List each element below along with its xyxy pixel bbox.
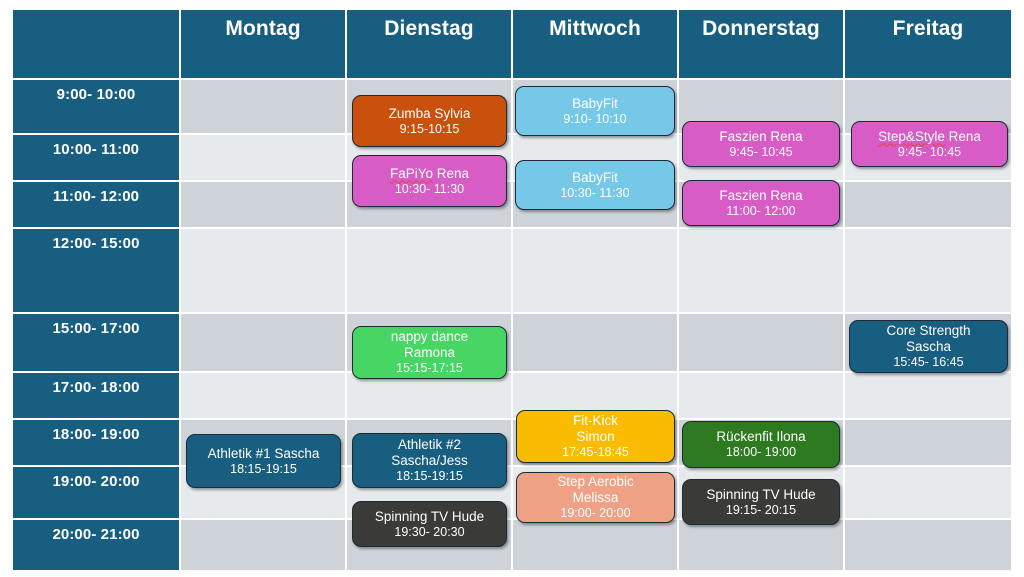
time-slot-7: 19:00- 20:00 [13, 467, 179, 518]
event-card-spinning-dienstag[interactable]: Spinning TV Hude 19:30- 20:30 [352, 501, 507, 547]
event-instructor: Simon [576, 429, 615, 445]
grid-cell [679, 520, 843, 570]
event-card-nappy-dance[interactable]: nappy dance Ramona 15:15-17:15 [352, 326, 507, 379]
event-card-fapiyo-rena[interactable]: FaPiYo Rena 10:30- 11:30 [352, 155, 507, 207]
event-title: Athletik #2 [397, 437, 462, 453]
time-slot-0: 9:00- 10:00 [13, 80, 179, 133]
event-time: 9:10- 10:10 [563, 111, 627, 126]
event-instructor: Ramona [403, 345, 456, 361]
time-slot-6: 18:00- 19:00 [13, 420, 179, 465]
event-time: 10:30- 11:30 [560, 185, 630, 200]
event-instructor: Sascha [905, 339, 952, 355]
event-title: FaPiYo Rena [390, 166, 469, 182]
grid-cell [513, 520, 677, 570]
grid-cell [347, 229, 511, 312]
event-time: 15:15-17:15 [396, 361, 463, 376]
grid-cell [181, 373, 345, 418]
grid-cell [845, 229, 1011, 312]
time-slot-3: 12:00- 15:00 [13, 229, 179, 312]
event-card-athletik-1[interactable]: Athletik #1 Sascha 18:15-19:15 [186, 434, 341, 488]
grid-cell [181, 229, 345, 312]
event-title: Spinning TV Hude [706, 486, 816, 502]
event-card-babyfit-morning[interactable]: BabyFit 9:10- 10:10 [515, 86, 675, 136]
time-slot-8: 20:00- 21:00 [13, 520, 179, 570]
day-header-mittwoch[interactable]: Mittwoch [513, 10, 677, 78]
event-title: Athletik #1 Sascha [207, 445, 320, 461]
event-card-athletik-2[interactable]: Athletik #2 Sascha/Jess 18:15-19:15 [352, 433, 507, 488]
event-time: 17:45-18:45 [562, 445, 629, 460]
event-card-babyfit-late[interactable]: BabyFit 10:30- 11:30 [515, 160, 675, 210]
day-header-dienstag[interactable]: Dienstag [347, 10, 511, 78]
grid-cell [181, 80, 345, 133]
grid-cell [181, 182, 345, 227]
event-time: 10:30- 11:30 [394, 181, 465, 196]
event-title-rest: Rena [433, 165, 470, 181]
event-time: 18:00- 19:00 [725, 445, 797, 460]
time-slot-2: 11:00- 12:00 [13, 182, 179, 227]
day-header-freitag[interactable]: Freitag [845, 10, 1011, 78]
event-title: Spinning TV Hude [374, 508, 485, 524]
event-time: 19:00- 20:00 [560, 506, 631, 521]
time-slot-5: 17:00- 18:00 [13, 373, 179, 418]
day-header-montag[interactable]: Montag [181, 10, 345, 78]
event-title: Fit-Kick [573, 413, 618, 429]
event-card-step-aerobic[interactable]: Step Aerobic Melissa 19:00- 20:00 [516, 472, 675, 523]
event-title: Step Aerobic [557, 474, 634, 490]
event-card-fit-kick[interactable]: Fit-Kick Simon 17:45-18:45 [516, 410, 675, 463]
event-card-faszien-rena-0945[interactable]: Faszien Rena 9:45- 10:45 [682, 121, 840, 167]
event-title: Rückenfit Ilona [716, 429, 806, 445]
event-title: BabyFit [572, 169, 618, 185]
event-instructor: Melissa [572, 490, 619, 506]
grid-cell [181, 314, 345, 371]
event-time: 19:15- 20:15 [725, 502, 797, 517]
grid-cell [679, 229, 843, 312]
event-title: Core Strength [886, 323, 971, 339]
event-card-rueckenfit-ilona[interactable]: Rückenfit Ilona 18:00- 19:00 [682, 421, 840, 468]
event-time: 15:45- 16:45 [893, 355, 964, 370]
grid-cell [513, 229, 677, 312]
event-title-misspelled-part: FaPiYo [389, 165, 433, 181]
event-title: Step&Style Rena [878, 129, 981, 145]
event-time: 9:45- 10:45 [897, 144, 962, 159]
event-title: Zumba Sylvia [388, 105, 471, 121]
event-card-core-strength[interactable]: Core Strength Sascha 15:45- 16:45 [849, 320, 1008, 373]
event-title: BabyFit [572, 95, 618, 111]
grid-cell [181, 135, 345, 180]
event-title-rest: Rena [944, 128, 981, 144]
grid-cell [845, 420, 1011, 465]
event-title: Faszien Rena [719, 128, 803, 144]
event-time: 9:45- 10:45 [729, 144, 793, 159]
event-card-spinning-donnerstag[interactable]: Spinning TV Hude 19:15- 20:15 [682, 479, 840, 525]
day-header-donnerstag[interactable]: Donnerstag [679, 10, 843, 78]
grid-cell [513, 314, 677, 371]
event-title: Faszien Rena [719, 187, 803, 203]
event-time: 11:00- 12:00 [726, 203, 796, 218]
event-title-misspelled-part: Step&Style [878, 128, 945, 144]
event-time: 18:15-19:15 [230, 461, 297, 476]
event-time: 19:30- 20:30 [394, 524, 465, 539]
grid-cell [347, 373, 511, 418]
header-corner-cell [13, 10, 179, 78]
event-card-faszien-rena-1100[interactable]: Faszien Rena 11:00- 12:00 [682, 180, 840, 226]
time-slot-4: 15:00- 17:00 [13, 314, 179, 371]
time-slot-1: 10:00- 11:00 [13, 135, 179, 180]
grid-cell [181, 520, 345, 570]
event-time: 18:15-19:15 [396, 469, 463, 484]
event-card-stepstyle-rena[interactable]: Step&Style Rena 9:45- 10:45 [851, 121, 1008, 167]
event-instructor: Sascha/Jess [391, 453, 468, 469]
event-title: nappy dance [390, 329, 469, 345]
event-time: 9:15-10:15 [399, 121, 460, 136]
grid-cell [845, 467, 1011, 518]
event-card-zumba-sylvia[interactable]: Zumba Sylvia 9:15-10:15 [352, 95, 507, 147]
grid-cell [845, 373, 1011, 418]
grid-cell [845, 520, 1011, 570]
grid-cell [679, 373, 843, 418]
grid-cell [845, 182, 1011, 227]
grid-cell [679, 314, 843, 371]
